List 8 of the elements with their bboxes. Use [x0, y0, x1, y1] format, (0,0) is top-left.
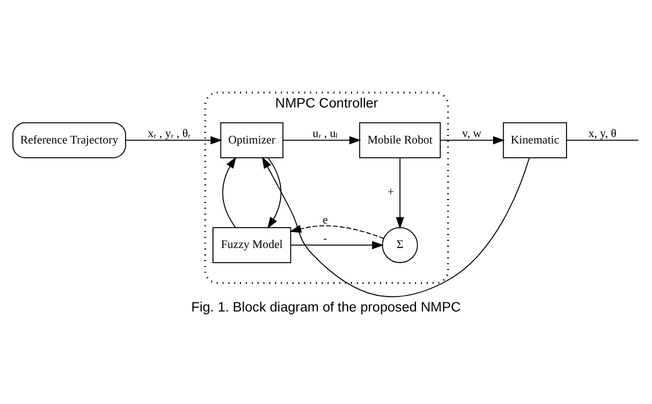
edge-label: e: [322, 213, 328, 226]
edge-label: v, w: [462, 126, 482, 140]
edge-label: xᵣ , yᵣ , θᵣ: [148, 126, 191, 140]
edge-label: +: [387, 186, 394, 199]
edge-label: x, y, θ: [588, 126, 617, 140]
edge-label: uᵣ , uₗ: [312, 126, 338, 140]
edge-label: -: [323, 232, 328, 245]
caption: Fig. 1. Block diagram of the proposed NMPC: [191, 300, 461, 315]
